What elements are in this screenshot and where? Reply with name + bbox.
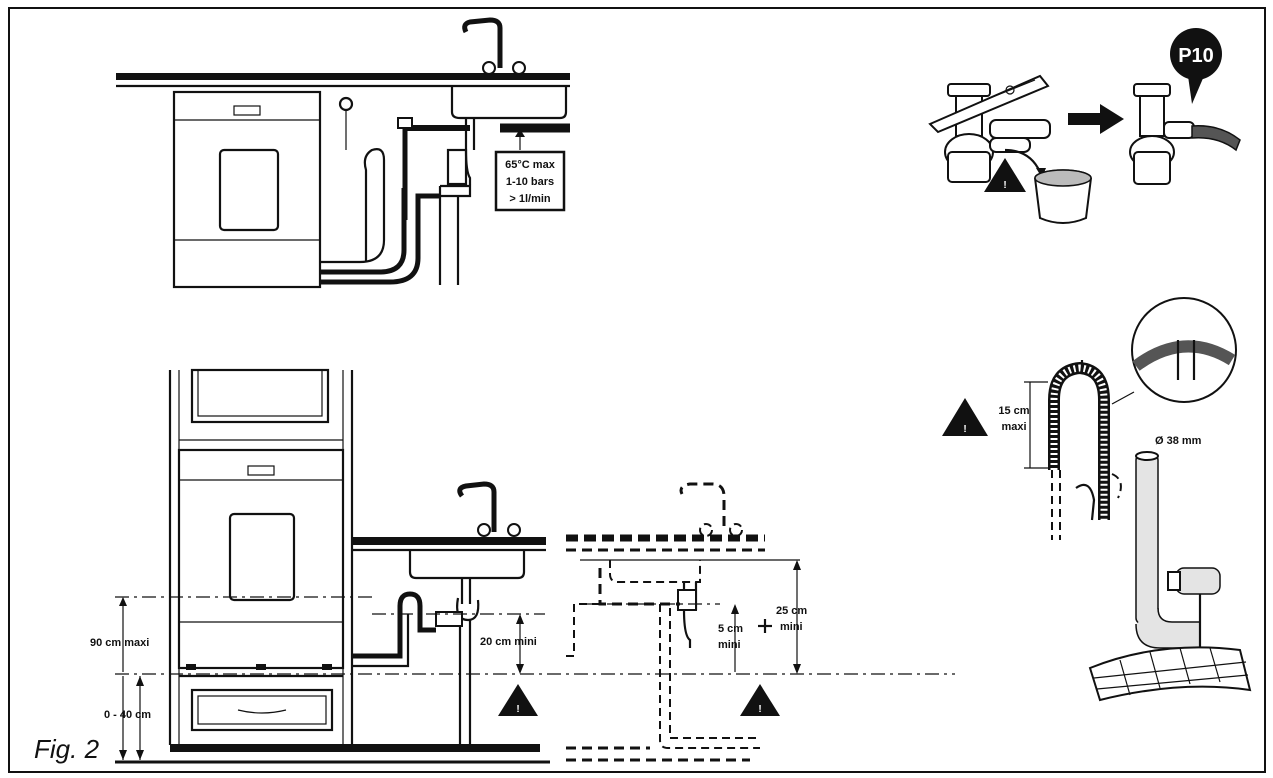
svg-text:!: ! (1003, 180, 1006, 191)
dishwasher-top (172, 90, 322, 289)
height-5-label-1: 5 cm (718, 623, 743, 635)
faucet-top (462, 17, 503, 68)
arrow-right-icon (1068, 104, 1124, 134)
height-15-label-1: 15 cm (998, 405, 1029, 417)
svg-text:!: ! (758, 704, 761, 715)
figure-frame (8, 7, 1266, 773)
warning-icon: ! (498, 684, 538, 716)
height-5-label-2: mini (718, 639, 741, 651)
warning-icon: ! (740, 684, 780, 716)
bottom-installation-view: 90 cm maxi 0 - 40 cm 20 cm mini ! Fig. 2 (34, 368, 955, 764)
figure-caption: Fig. 2 (34, 734, 100, 764)
dishwasher-bottom (177, 448, 345, 670)
bucket-icon (1034, 169, 1092, 224)
top-installation-view: 65°C max 1-10 bars > 1l/min (116, 17, 570, 289)
alternative-drain-view: 5 cm mini 25 cm mini ! (566, 482, 807, 762)
warning-icon: ! (984, 158, 1026, 192)
height-90-label: 90 cm maxi (90, 637, 149, 649)
detail-magnifier (1111, 297, 1237, 405)
supply-temp-label: 65°C max (505, 159, 556, 171)
diameter-label: Ø 38 mm (1155, 435, 1202, 447)
supply-flow-label: > 1l/min (509, 193, 551, 205)
drain-hose (1048, 361, 1110, 520)
p10-badge: P10 (1170, 28, 1222, 104)
height-25-label-1: 25 cm (776, 605, 807, 617)
p10-label: P10 (1178, 45, 1214, 67)
height-0-40-label: 0 - 40 cm (104, 709, 151, 721)
floor-tiles (1088, 646, 1252, 702)
warning-icon: ! (942, 398, 988, 436)
supply-spec-box (494, 150, 566, 212)
standpipe (1135, 453, 1159, 625)
height-25-label-2: mini (780, 621, 803, 633)
standpipe-view: ! 15 cm maxi Ø 38 mm (942, 297, 1252, 702)
height-15-label-2: maxi (1001, 421, 1026, 433)
trap-connection-view: ! P10 (928, 28, 1241, 224)
pliers-icon (928, 74, 1050, 134)
height-20-label: 20 cm mini (480, 636, 537, 648)
supply-pressure-label: 1-10 bars (506, 176, 554, 188)
svg-text:!: ! (963, 424, 966, 435)
faucet-bottom (457, 481, 497, 532)
svg-text:!: ! (516, 704, 519, 715)
